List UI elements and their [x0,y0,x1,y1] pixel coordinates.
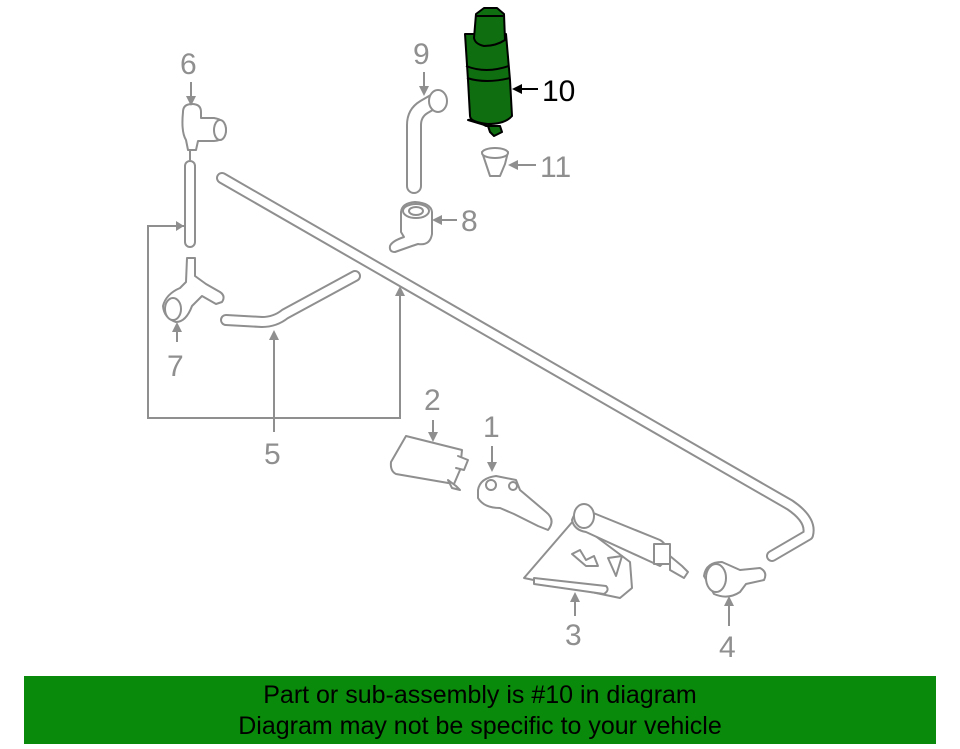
banner-line-2: Diagram may not be specific to your vehi… [238,712,722,740]
callout-6: 6 [180,48,197,81]
part-8-elbow [388,201,433,253]
part-4-elbow [703,561,767,598]
part-5-hose [220,270,361,328]
part-11-grommet [481,147,509,177]
callout-3: 3 [565,619,582,652]
info-banner: Part or sub-assembly is #10 in diagram D… [24,676,936,744]
parts-diagram: 6 9 10 11 8 7 5 2 1 3 4 [147,7,815,664]
part-3-nozzle-assembly [523,503,689,599]
part-7-y-connector [162,257,225,323]
callout-2: 2 [424,384,441,417]
callout-9: 9 [413,38,430,71]
part-9-hose [406,89,448,194]
callout-1: 1 [483,411,500,444]
banner-line-1: Part or sub-assembly is #10 in diagram [263,681,697,709]
bracket-leader [147,221,405,419]
leader-lines [172,72,734,626]
callout-7: 7 [167,350,184,383]
callout-10: 10 [542,75,575,108]
callout-11: 11 [540,151,571,184]
callout-8: 8 [461,205,478,238]
part-6-connector [181,103,227,160]
callout-5: 5 [264,438,281,471]
part-10-washer-pump [464,7,513,137]
part-1-nozzle [477,475,553,531]
hose-main [216,172,815,562]
part-2-cover [389,435,469,491]
callout-4: 4 [719,631,736,664]
